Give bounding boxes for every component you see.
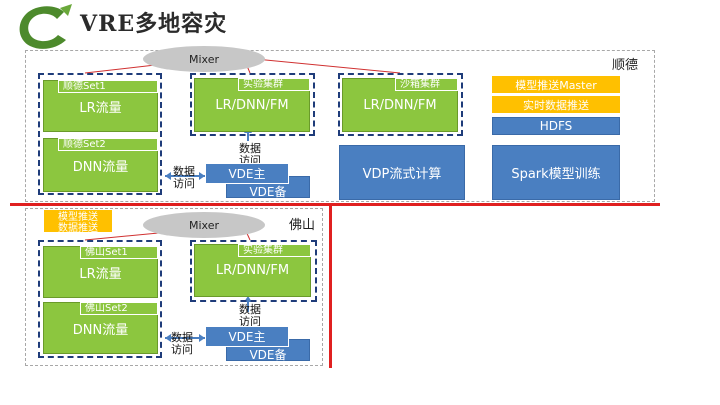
- shunde-spark-box: Spark模型训练: [492, 145, 620, 200]
- horizontal-divider: [10, 203, 660, 206]
- shunde-vdp-box: VDP流式计算: [339, 145, 465, 200]
- vre-logo: [19, 4, 72, 49]
- foshan-mixer: Mixer: [143, 212, 265, 238]
- foshan-model-push: 模型推送: [44, 210, 112, 223]
- shunde-hdfs-box: HDFS: [492, 117, 620, 135]
- foshan-set-group: [38, 240, 162, 358]
- vertical-divider: [329, 203, 332, 368]
- foshan-vde-data-access-note: 数据 访问: [239, 303, 261, 328]
- shunde-model-push-master: 模型推送Master: [492, 76, 620, 93]
- page-title: VRE多地容灾: [80, 11, 228, 37]
- shunde-realtime-push: 实时数据推送: [492, 96, 620, 113]
- foshan-data-access-note: 数据 访问: [171, 331, 193, 356]
- foshan-data-push: 数据推送: [44, 221, 112, 234]
- foshan-lab-tag: 实验集群: [238, 244, 311, 257]
- shunde-data-access-note: 数据 访问: [173, 165, 195, 190]
- shunde-vde-master: VDE主: [205, 163, 289, 184]
- shunde-sandbox-tag: 沙箱集群: [395, 78, 458, 91]
- shunde-mixer: Mixer: [143, 46, 265, 72]
- shunde-set1-tag: 顺德Set1: [58, 80, 158, 93]
- shunde-site-label: 顺德: [612, 58, 639, 73]
- shunde-sandbox-group: [338, 73, 463, 136]
- foshan-site-label: 佛山: [289, 218, 316, 233]
- shunde-set2-tag: 顺德Set2: [58, 138, 158, 151]
- foshan-site-box: [25, 208, 323, 366]
- foshan-lab-group: [190, 240, 317, 302]
- foshan-set1-tag: 佛山Set1: [80, 246, 158, 259]
- shunde-set-group: [38, 73, 162, 195]
- foshan-set2-tag: 佛山Set2: [80, 302, 158, 315]
- shunde-lab-group: [190, 73, 315, 136]
- shunde-site-box: [25, 50, 655, 202]
- shunde-lab-tag: 实验集群: [238, 78, 310, 91]
- foshan-vde-master: VDE主: [205, 326, 289, 347]
